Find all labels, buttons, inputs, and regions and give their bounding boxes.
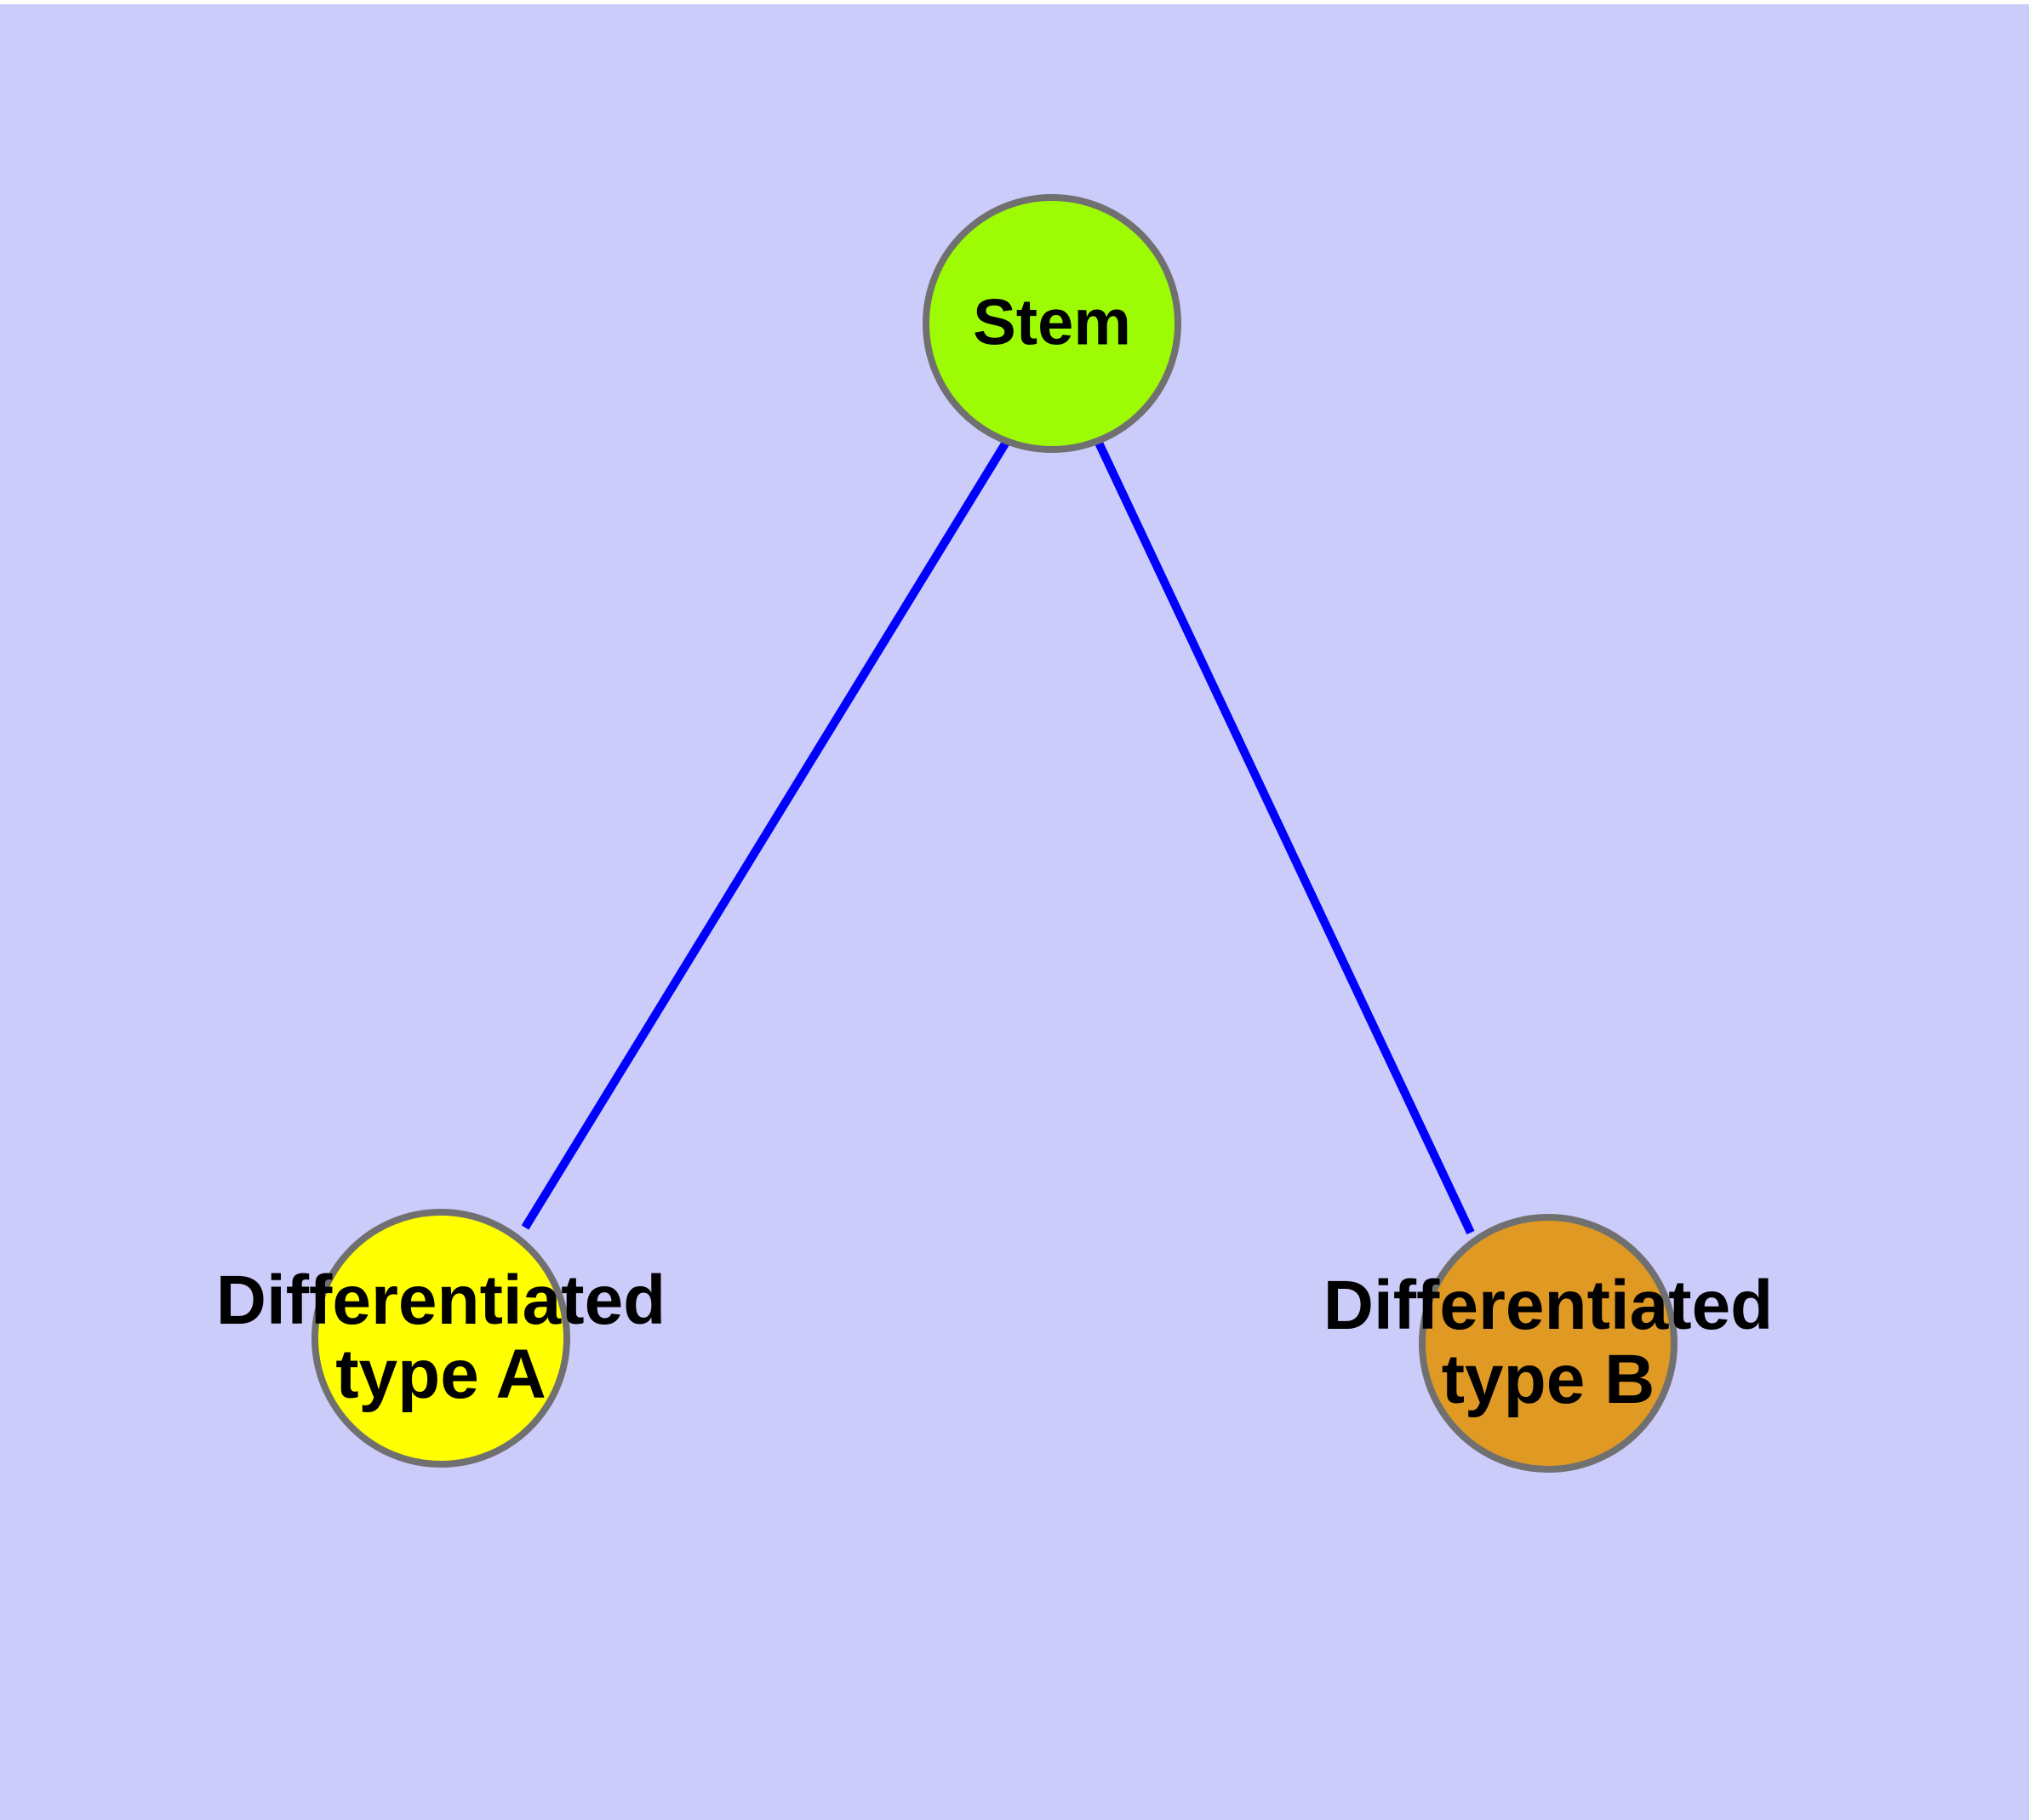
cell-differentiation-graph — [311, 194, 1677, 1473]
node-layer — [311, 194, 1677, 1473]
node-differentiated-type-a[interactable] — [311, 1209, 570, 1468]
node-stem[interactable] — [923, 194, 1181, 453]
edge-layer — [521, 438, 1475, 1235]
diagram-plot-area: Stem Differentiated type A Differentiate… — [0, 4, 2029, 1820]
edge-stem-to-differentiated-type-a[interactable] — [521, 438, 1011, 1230]
node-differentiated-type-b[interactable] — [1419, 1214, 1677, 1473]
edge-stem-to-differentiated-type-b[interactable] — [1094, 438, 1475, 1235]
